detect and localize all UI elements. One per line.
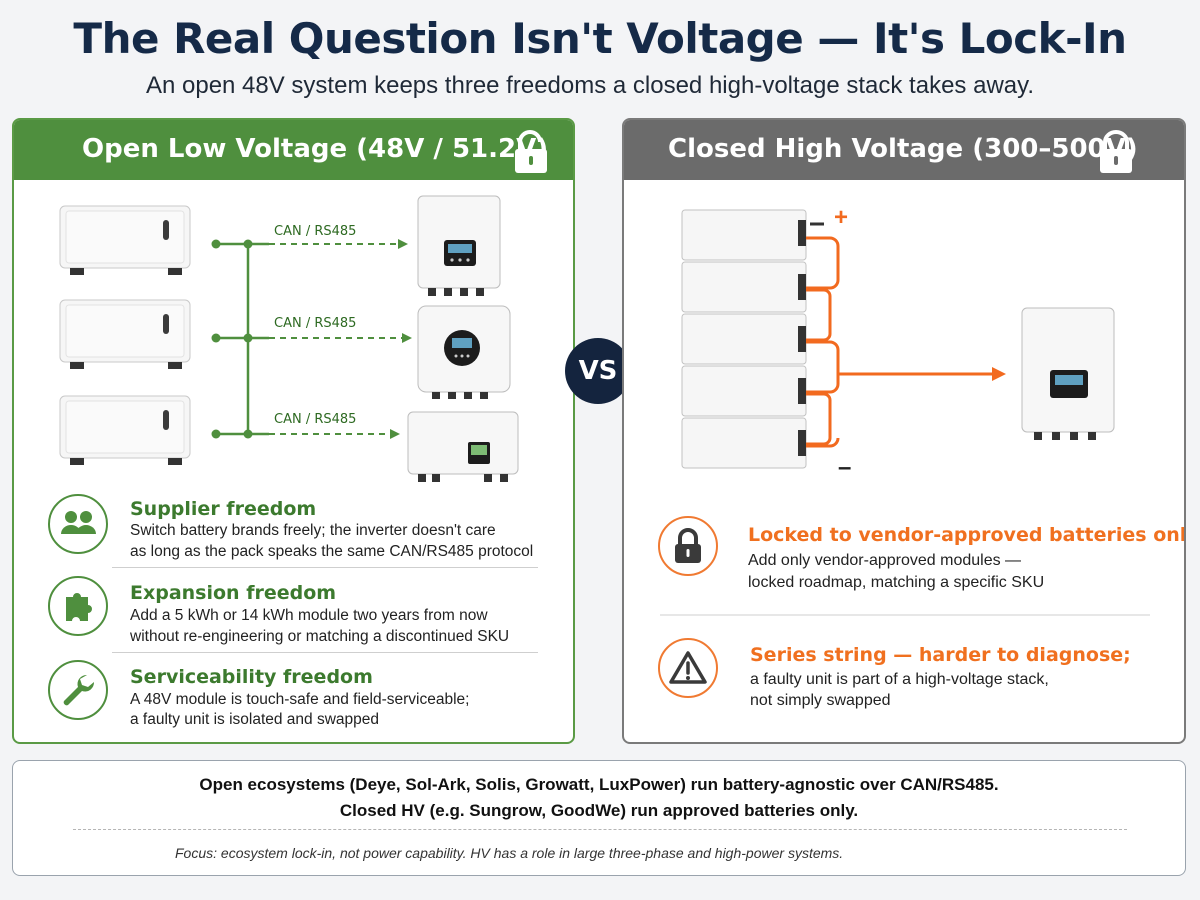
- supplier-freedom-icon: [48, 494, 108, 554]
- feature-divider-1: [112, 567, 538, 568]
- serviceability-freedom-title: Serviceability freedom: [130, 666, 373, 688]
- footer-open-ecosystems: Open ecosystems (Deye, Sol-Ark, Solis, G…: [199, 775, 999, 794]
- locked-padlock-icon: [1100, 130, 1132, 173]
- supplier-freedom-title: Supplier freedom: [130, 498, 317, 520]
- expansion-freedom-icon: [48, 576, 108, 636]
- footer-focus-note: Focus: ecosystem lock-in, not power capa…: [175, 845, 844, 861]
- series-string-warning-icon: [658, 638, 718, 698]
- hv-arrow-head: [992, 367, 1006, 381]
- footer-closed-hv: Closed HV (e.g. Sungrow, GoodWe) run app…: [339, 801, 859, 820]
- footer-dashed-divider: [73, 829, 1127, 830]
- battery-module-1: [59, 205, 191, 275]
- footer-summary: Open ecosystems (Deye, Sol-Ark, Solis, G…: [12, 760, 1186, 876]
- vs-badge: VS: [565, 338, 631, 404]
- closed-high-voltage-panel: Closed High Voltage (300–500V): [622, 118, 1186, 744]
- unlocked-padlock-icon: [515, 130, 547, 173]
- page-subtitle: An open 48V system keeps three freedoms …: [145, 72, 1035, 99]
- inverter-2: [417, 305, 511, 399]
- open-panel-header: Open Low Voltage (48V / 51.2V): [14, 120, 573, 180]
- feature-divider-2: [112, 652, 538, 653]
- serviceability-freedom-icon: [48, 660, 108, 720]
- vendor-lock-title: Locked to vendor-approved batteries only: [748, 524, 1186, 546]
- expansion-freedom-title: Expansion freedom: [130, 582, 337, 604]
- inverter-3: [407, 411, 519, 482]
- can-link-label-3: CAN / RS485: [274, 412, 357, 427]
- open-panel-title: Open Low Voltage (48V / 51.2V): [82, 134, 549, 164]
- serviceability-freedom-text-2: a faulty unit is isolated and swapped: [130, 711, 380, 728]
- inverter-1: [417, 195, 501, 296]
- expansion-freedom-text-1: Add a 5 kWh or 14 kWh module two years f…: [130, 607, 488, 624]
- closed-system-diagram: [660, 209, 1150, 616]
- closed-panel-title: Closed High Voltage (300–500V): [668, 134, 1138, 164]
- open-system-diagram: [59, 195, 519, 482]
- serviceability-freedom-text-1: A 48V module is touch-safe and field-ser…: [130, 691, 470, 708]
- can-bus-lines: [211, 239, 412, 439]
- supplier-freedom-text-2: as long as the pack speaks the same CAN/…: [130, 543, 534, 560]
- supplier-freedom-text-1: Switch battery brands freely; the invert…: [130, 522, 496, 539]
- expansion-freedom-text-2: without re-engineering or matching a dis…: [130, 628, 510, 645]
- hv-inverter: [1021, 307, 1115, 440]
- battery-module-2: [59, 299, 191, 369]
- series-string-text-2: not simply swapped: [750, 692, 891, 709]
- open-low-voltage-panel: Open Low Voltage (48V / 51.2V): [12, 118, 575, 744]
- negative-terminal-label: –: [838, 454, 852, 481]
- vendor-lock-icon: [658, 516, 718, 576]
- series-string-title: Series string — harder to diagnose;: [750, 644, 1131, 666]
- vendor-lock-text-1: Add only vendor-approved modules —: [748, 552, 1022, 569]
- series-string-text-1: a faulty unit is part of a high-voltage …: [750, 671, 1049, 688]
- series-wiring: [806, 236, 994, 448]
- vendor-lock-text-2: locked roadmap, matching a specific SKU: [748, 574, 1045, 591]
- positive-terminal-label: +: [834, 204, 849, 231]
- hv-battery-stack: [681, 209, 807, 469]
- can-link-label-1: CAN / RS485: [274, 224, 357, 239]
- closed-panel-header: Closed High Voltage (300–500V): [624, 120, 1184, 180]
- battery-module-3: [59, 395, 191, 465]
- page-title: The Real Question Isn't Voltage — It's L…: [73, 14, 1127, 63]
- can-link-label-2: CAN / RS485: [274, 316, 357, 331]
